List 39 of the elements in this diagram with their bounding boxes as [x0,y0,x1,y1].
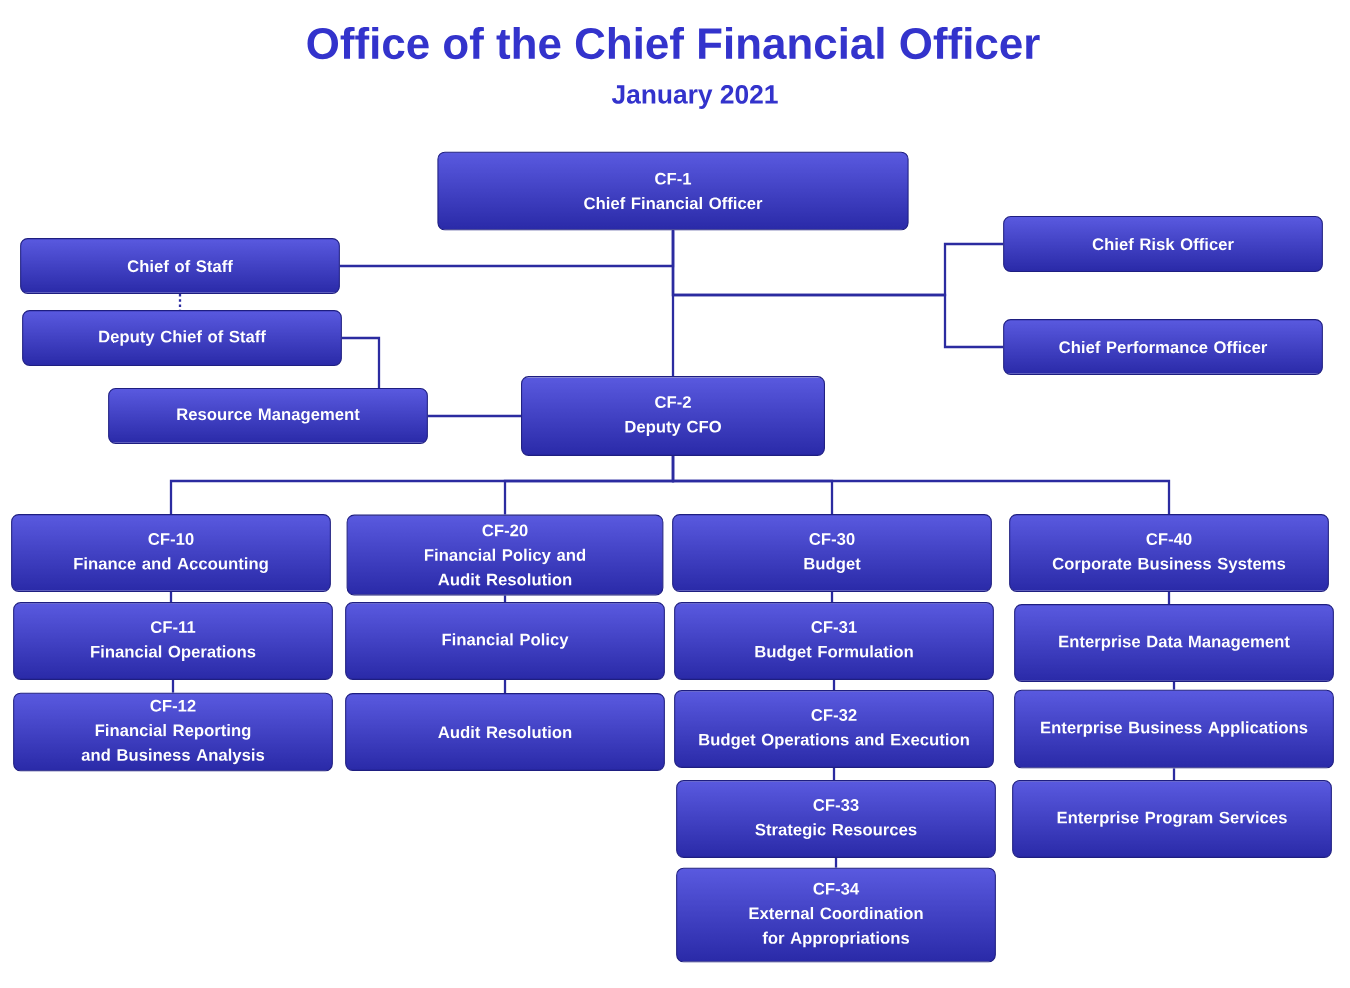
org-box: Enterprise Program Services [1012,780,1332,858]
connector-line [671,455,1171,515]
org-box: Audit Resolution [345,693,665,771]
connector-line [503,595,507,603]
connector-line [671,230,675,377]
connector-line [832,679,836,691]
org-box: CF-20 Financial Policy and Audit Resolution [346,514,664,596]
org-box: CF-10 Finance and Accounting [11,514,331,592]
org-box: CF-30 Budget [672,514,992,592]
connector-line [830,591,834,603]
org-box: Chief of Staff [20,238,340,294]
org-box: CF-34 External Coordination for Appropriations [676,867,996,963]
org-box: CF-2 Deputy CFO [521,376,825,456]
org-box: Deputy Chief of Staff [22,310,342,366]
org-box: CF-12 Financial Reporting and Business Analysis [13,692,333,772]
org-box: CF-32 Budget Operations and Execution [674,690,994,768]
org-box: Enterprise Business Applications [1014,689,1334,769]
org-box: CF-1 Chief Financial Officer [437,151,909,231]
connector-line [1172,768,1176,781]
connector-line [341,336,381,389]
connector-line [503,679,507,694]
title: Office of the Chief Financial Officer [307,26,1040,60]
org-box: Financial Policy [345,602,665,680]
connector-line [169,591,173,603]
connector-line [1172,681,1176,690]
org-box: CF-11 Financial Operations [13,602,333,680]
subtitle: January 2021 [611,85,778,109]
connector-line [834,857,838,868]
org-box: CF-40 Corporate Business Systems [1009,514,1329,592]
connector-line [1167,591,1171,605]
connector-line [832,767,836,781]
connector-line [427,414,522,418]
org-box: Chief Risk Officer [1003,216,1323,272]
org-box: Chief Performance Officer [1003,319,1323,375]
org-box: CF-31 Budget Formulation [674,602,994,680]
org-box: Enterprise Data Management [1014,604,1334,682]
org-box: CF-33 Strategic Resources [676,780,996,858]
connector-line [171,679,175,693]
org-box: Resource Management [108,388,428,444]
